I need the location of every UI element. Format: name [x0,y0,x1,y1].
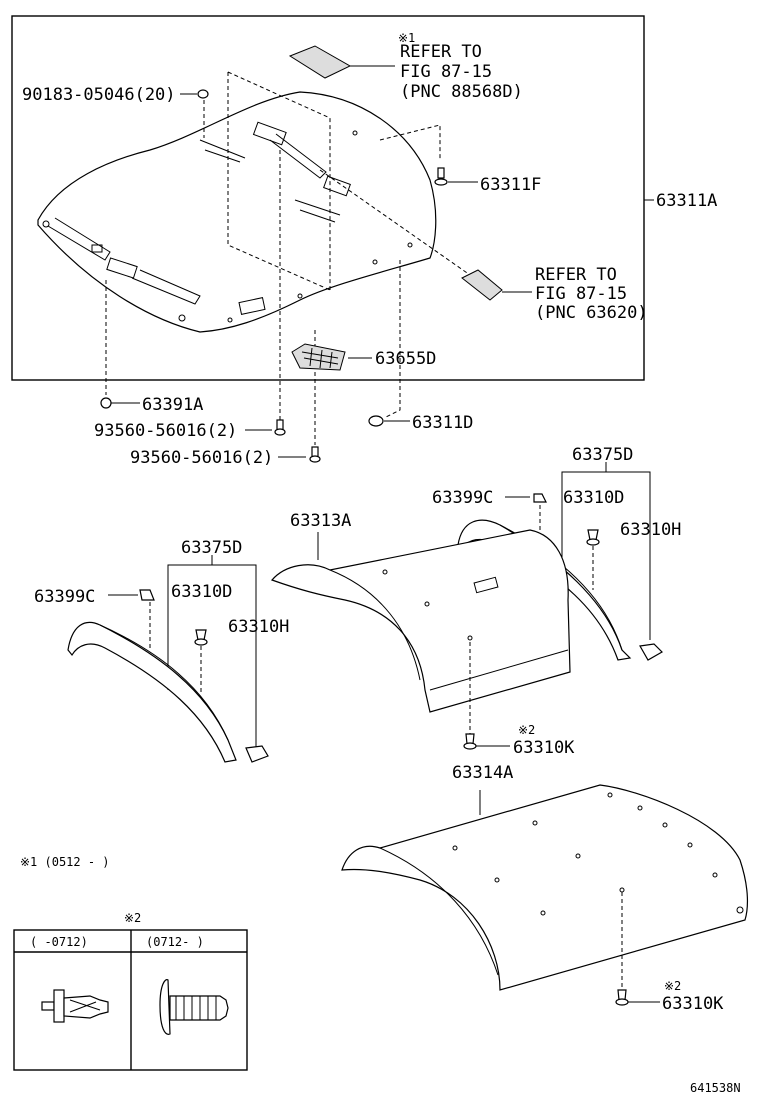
screw-93560-a [245,419,286,436]
clip-63310h-right [639,643,663,661]
ref1-line-3: (PNC 88568D) [400,82,523,102]
label-90183-05046: 90183-05046(20) [22,85,176,105]
headliner-group-frame [11,15,645,381]
ref2-line-3: (PNC 63620) [535,303,648,323]
roof-panel-63314a [341,784,748,991]
label-63310d-right: 63310D [563,488,624,508]
clip-63311d [368,415,410,427]
table-col-1-header: ( -0712) [30,935,88,949]
mark2-b: ※2 [664,979,681,993]
label-63310h-right: 63310H [620,520,681,540]
guide-lines-upper [227,71,441,291]
label-63399c-right: 63399C [432,488,493,508]
label-63399c-left: 63399C [34,587,95,607]
diagram-code: 641538N [690,1081,741,1095]
clip-type-table [13,929,248,1071]
cover-plate-88568d [288,45,395,79]
clip-new-type-drawing [159,979,229,1035]
table-mark: ※2 [124,911,141,925]
label-63314a: 63314A [452,763,513,783]
label-93560-a: 93560-56016(2) [94,421,237,441]
ref1-line-1: REFER TO [400,42,482,62]
label-93560-b: 93560-56016(2) [130,448,273,468]
ref2-line-1: REFER TO [535,265,617,285]
label-63310k-b: 63310K [662,994,724,1014]
lamp-63620 [461,269,532,301]
label-63375d-left: 63375D [181,538,242,558]
headliner-assembly [37,91,437,333]
ref2-line-2: FIG 87-15 [535,284,627,304]
screw-63310d-left [194,629,208,646]
label-63310h-left: 63310H [228,617,289,637]
roof-panel-63313a [270,529,571,713]
clip-old-type-drawing [41,989,109,1023]
note-1: ※1 (0512 - ) [20,855,110,869]
side-rail-left [67,621,237,763]
label-63313a: 63313A [290,511,351,531]
table-col-2-header: (0712- ) [146,935,204,949]
clip-63310k-a [463,733,510,750]
grille-63655d [291,343,372,371]
label-63311d: 63311D [412,413,473,433]
label-63375d-right: 63375D [572,445,633,465]
clip-63310k-b [615,989,660,1006]
clip-63310h-left [245,745,269,763]
clip-90183 [180,89,209,99]
screw-93560-b [278,446,321,463]
label-63311a: 63311A [656,191,717,211]
label-63310k-a: 63310K [513,738,575,758]
ref1-mark: ※1 [398,31,415,45]
label-63391a: 63391A [142,395,203,415]
label-63311f: 63311F [480,175,541,195]
mark2-a: ※2 [518,723,535,737]
clip-63391a [100,397,140,409]
label-63310d-left: 63310D [171,582,232,602]
ref1-line-2: FIG 87-15 [400,62,492,82]
screw-63311f [434,167,478,186]
label-63655d: 63655D [375,349,436,369]
screw-63310d-right [586,529,600,546]
